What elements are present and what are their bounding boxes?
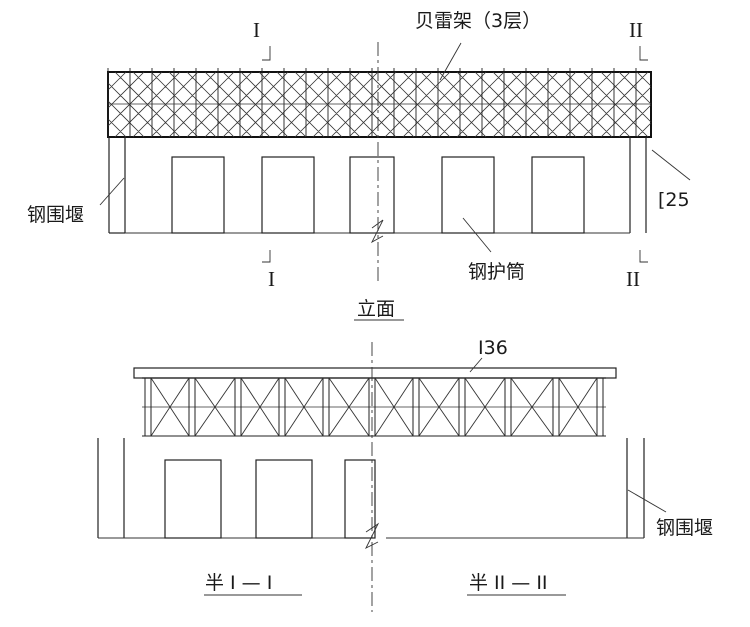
i36-beam bbox=[133, 367, 617, 379]
truss-post bbox=[322, 377, 330, 437]
cofferdam-label-section: 钢围堰 bbox=[656, 517, 713, 539]
steel-casing-section bbox=[164, 459, 222, 539]
casing-label: 钢护筒 bbox=[468, 261, 525, 283]
truss-brace bbox=[558, 377, 598, 437]
casing-leader bbox=[462, 217, 492, 253]
section-marker-i-top bbox=[262, 46, 271, 61]
break-mark bbox=[370, 219, 384, 244]
truss-brace bbox=[418, 377, 460, 437]
steel-casing bbox=[349, 156, 395, 234]
beam-leader bbox=[469, 357, 483, 373]
section-marker-ii-top bbox=[639, 46, 648, 61]
truss-brace bbox=[284, 377, 324, 437]
truss-leader bbox=[439, 42, 462, 81]
elevation-caption: 立面 bbox=[357, 298, 395, 320]
truss-post bbox=[234, 377, 242, 437]
truss-brace bbox=[194, 377, 236, 437]
steel-casing bbox=[531, 156, 585, 234]
section-caption-right: 半 II — II bbox=[469, 572, 548, 594]
truss-post bbox=[458, 377, 466, 437]
truss-brace bbox=[150, 377, 190, 437]
truss-diagonals bbox=[107, 71, 652, 138]
steel-casing bbox=[441, 156, 495, 234]
cofferdam-leader bbox=[99, 177, 125, 206]
section-marker-i-bottom bbox=[262, 250, 271, 263]
channel-label: [25 bbox=[658, 189, 690, 211]
elevation-view: I I II II 贝雷架（3层） 钢围堰 钢护筒 [25 立面 bbox=[27, 10, 691, 321]
truss-post bbox=[552, 377, 560, 437]
truss-label: 贝雷架（3层） bbox=[415, 10, 541, 32]
truss-brace bbox=[240, 377, 280, 437]
section-mark-i-top: I bbox=[253, 18, 260, 42]
beam-label: I36 bbox=[478, 337, 508, 359]
truss-post bbox=[412, 377, 420, 437]
section-view: I36 钢围堰 半 I — I 半 II — II bbox=[97, 337, 713, 612]
truss-post bbox=[596, 377, 604, 437]
truss-post bbox=[278, 377, 286, 437]
section-marker-ii-bottom bbox=[639, 250, 648, 263]
truss-brace bbox=[464, 377, 506, 437]
truss-hatch bbox=[107, 68, 652, 138]
cofferdam-leader-section bbox=[627, 489, 667, 513]
cofferdam-label-elevation: 钢围堰 bbox=[27, 204, 84, 226]
truss-brace bbox=[374, 377, 414, 437]
steel-casing-section bbox=[344, 459, 376, 539]
truss-post bbox=[504, 377, 512, 437]
truss-post bbox=[144, 377, 152, 437]
truss-post bbox=[188, 377, 196, 437]
steel-casing bbox=[171, 156, 225, 234]
steel-casing bbox=[261, 156, 315, 234]
truss-brace bbox=[328, 377, 370, 437]
section-mark-i-bottom: I bbox=[268, 267, 275, 291]
truss-cross-bracing bbox=[142, 377, 606, 437]
truss-verticals bbox=[107, 68, 637, 137]
section-mark-ii-top: II bbox=[629, 18, 643, 42]
section-break-mark bbox=[364, 522, 380, 550]
section-caption-left: 半 I — I bbox=[205, 572, 272, 594]
truss-brace bbox=[510, 377, 554, 437]
channel-leader bbox=[651, 149, 691, 181]
section-mark-ii-bottom: II bbox=[626, 267, 640, 291]
steel-casing-section bbox=[255, 459, 313, 539]
